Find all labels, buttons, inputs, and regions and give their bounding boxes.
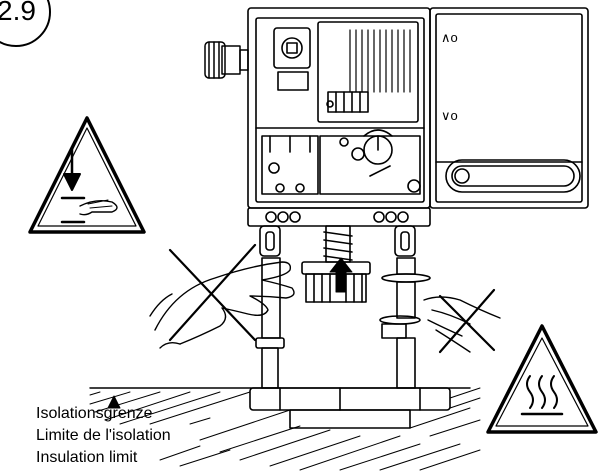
cable-gland — [204, 41, 249, 79]
indicator-down-label: ∨o — [441, 108, 458, 123]
indicator-up-label: ∧o — [441, 30, 458, 45]
hand-crush-warning-icon — [28, 116, 146, 234]
right-hand-prohibited — [423, 288, 501, 354]
right-pillar — [379, 225, 431, 389]
vent-slots — [349, 29, 411, 93]
upward-arrow — [329, 257, 353, 293]
step-number: 2.9 — [0, 0, 36, 26]
limit-marker-triangle — [107, 395, 121, 409]
insulation-limit-label-de: Isolationsgrenze — [36, 405, 153, 422]
insulation-hatching — [89, 387, 481, 471]
insulation-limit-label-en: Insulation limit — [36, 449, 138, 466]
left-pillar — [255, 225, 285, 389]
mounting-holes — [265, 211, 409, 223]
hot-surface-warning-icon — [486, 324, 598, 434]
valve-body — [249, 387, 451, 429]
insulation-limit-label-fr: Limite de l'isolation — [36, 427, 171, 444]
actuator-cover: ∧o ∨o — [429, 7, 589, 209]
actuator-housing — [247, 7, 431, 227]
insulation-limit-line — [89, 387, 471, 409]
left-hand-prohibited — [149, 243, 295, 349]
step-badge: 2.9 — [0, 0, 51, 47]
